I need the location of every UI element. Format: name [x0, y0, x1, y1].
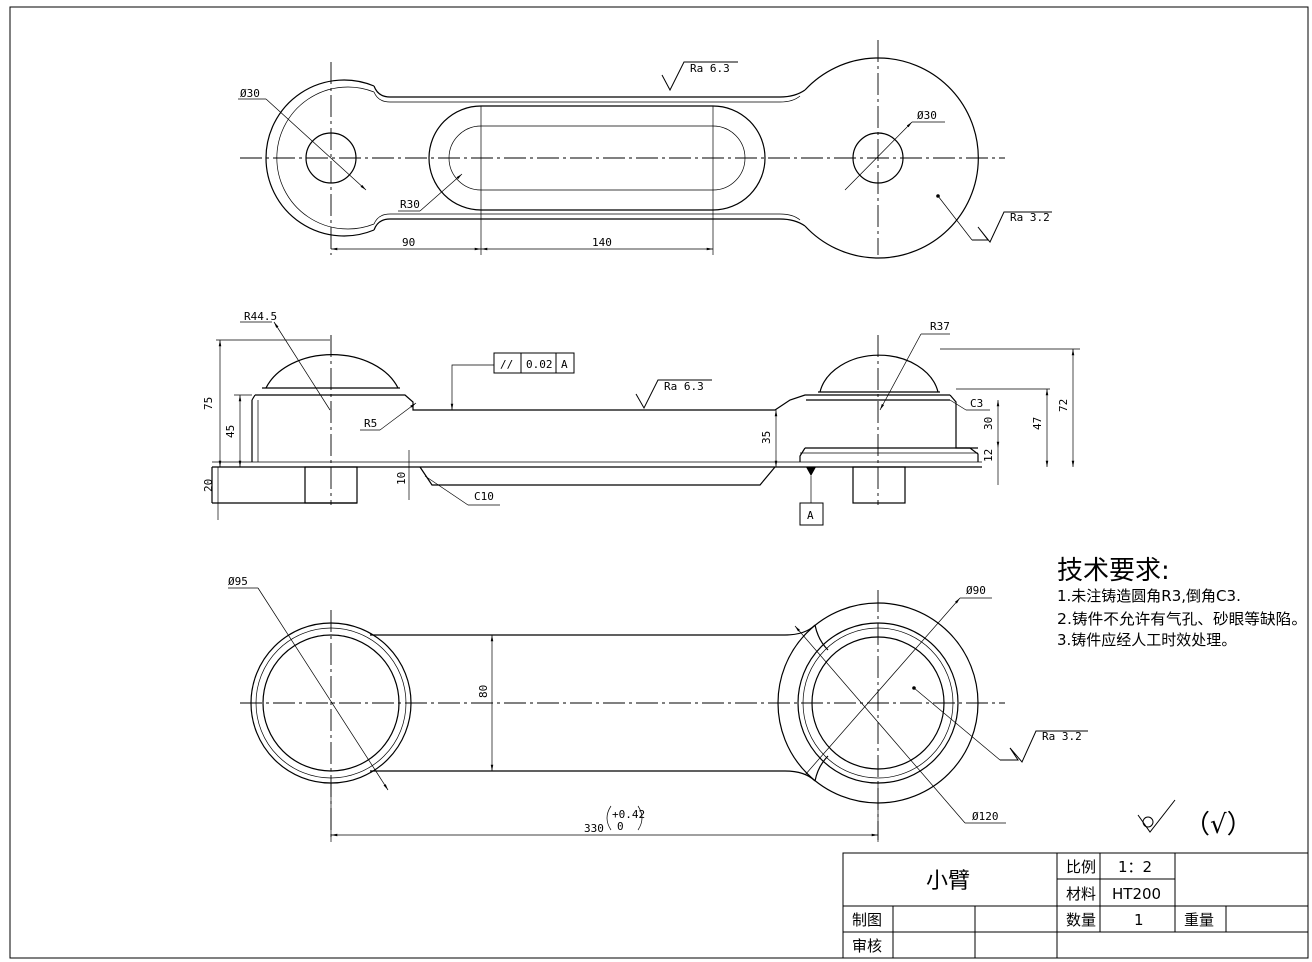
- dim-47: 47: [1031, 417, 1044, 430]
- tolerance-value: 0.02: [526, 358, 553, 371]
- dim-140: 140: [592, 236, 612, 249]
- dim-35: 35: [760, 431, 773, 444]
- dim-r44-5: R44.5: [244, 310, 277, 323]
- drawing-border: [9, 6, 1309, 959]
- tech-item-1: 1.未注铸造圆角R3,倒角C3.: [1057, 587, 1241, 605]
- dim-r30: R30: [400, 198, 420, 211]
- dim-72: 72: [1057, 399, 1070, 412]
- tolerance-datum: A: [561, 358, 568, 371]
- dim-30: 30: [982, 417, 995, 430]
- roughness-top: Ra 6.3: [690, 62, 730, 75]
- dim-dia95: Ø95: [228, 575, 248, 588]
- material-value: HT200: [1112, 885, 1161, 903]
- dim-dia30-right: Ø30: [917, 109, 937, 122]
- dim-r5: R5: [364, 417, 377, 430]
- roughness-top-right: Ra 3.2: [1010, 211, 1050, 224]
- dim-dia120: Ø120: [972, 810, 999, 823]
- tech-title: 技术要求:: [1057, 556, 1170, 586]
- dim-45: 45: [224, 425, 237, 438]
- scale-label: 比例: [1066, 858, 1096, 876]
- top-view: 90 140 Ø30 Ø30 R30 Ra 6.3 Ra 3.2: [238, 40, 1052, 259]
- roughness-mid: Ra 6.3: [664, 380, 704, 393]
- tech-item-2: 2.铸件不允许有气孔、砂眼等缺陷。: [1057, 610, 1307, 628]
- part-name: 小臂: [926, 869, 970, 894]
- qty-label: 数量: [1066, 911, 1096, 929]
- drawn-label: 制图: [852, 911, 882, 929]
- dim-90: 90: [402, 236, 415, 249]
- dim-80: 80: [477, 685, 490, 698]
- tech-item-3: 3.铸件应经人工时效处理。: [1057, 631, 1236, 649]
- dim-c3: C3: [970, 397, 983, 410]
- roughness-bottom: Ra 3.2: [1042, 730, 1082, 743]
- front-view: 75 45 20 R44.5 R5 10 C10 35 R37 C3 30 12…: [202, 310, 1080, 526]
- dim-dia90: Ø90: [966, 584, 986, 597]
- tech-requirements: 技术要求: 1.未注铸造圆角R3,倒角C3. 2.铸件不允许有气孔、砂眼等缺陷。…: [1057, 556, 1307, 649]
- dim-c10: C10: [474, 490, 494, 503]
- dim-20: 20: [202, 479, 215, 492]
- datum-a: A: [807, 509, 814, 522]
- dim-10: 10: [395, 472, 408, 485]
- dim-75: 75: [202, 397, 215, 410]
- dim-12: 12: [982, 449, 995, 462]
- dim-dia30-left: Ø30: [240, 87, 260, 100]
- title-block: 小臂 比例 1：2 材料 HT200 数量 1 重量 制图 审核: [842, 852, 1309, 959]
- roughness-general: （√）: [1184, 810, 1253, 840]
- dim-330-tol-lower: 0: [617, 820, 624, 833]
- material-label: 材料: [1066, 885, 1096, 903]
- checked-label: 审核: [852, 937, 882, 955]
- tolerance-symbol: //: [500, 358, 513, 371]
- bottom-view: 80 330 +0.42 0 Ø95 Ø90 Ø120 Ra 3.2: [228, 575, 1088, 842]
- general-roughness: （√）: [1137, 799, 1253, 840]
- scale-value: 1：2: [1118, 858, 1152, 876]
- weight-label: 重量: [1184, 911, 1214, 929]
- dim-330-tol-upper: +0.42: [612, 808, 645, 821]
- dim-330: 330: [584, 822, 604, 835]
- dim-r37: R37: [930, 320, 950, 333]
- qty-value: 1: [1134, 911, 1144, 929]
